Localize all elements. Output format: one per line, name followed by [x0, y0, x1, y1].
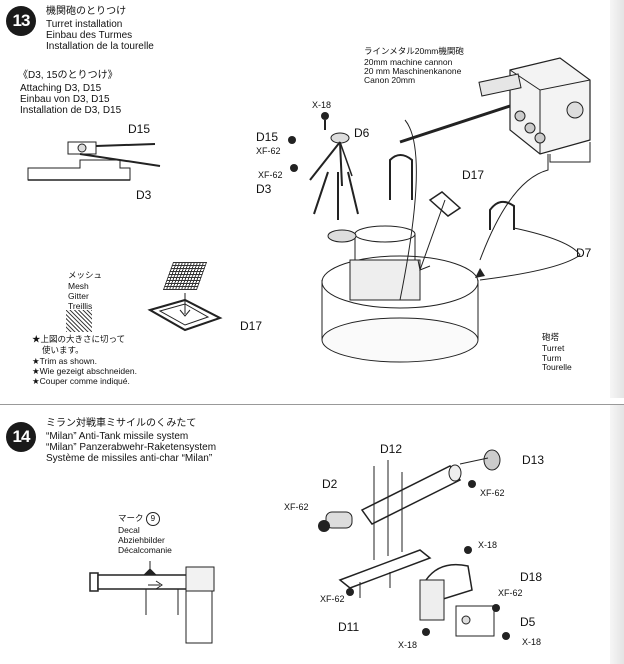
- label-d17-top: D17: [462, 168, 485, 182]
- paint-x18-c: X-18: [398, 640, 418, 650]
- step14-title-jp: ミラン対戦車ミサイルのくみたて: [46, 418, 197, 429]
- section-separator: [0, 398, 624, 405]
- paint-x18-step13: X-18: [312, 100, 332, 110]
- cannon-label-en: 20mm machine cannon: [364, 57, 453, 67]
- turret-label-en: Turret: [542, 343, 565, 353]
- sub-title-de: Einbau von D3, D15: [20, 94, 110, 105]
- milan-assembly-drawing: [318, 449, 510, 640]
- decal-mark-jp-text: マーク: [118, 513, 144, 523]
- paint-xf62-b: XF-62: [258, 170, 283, 180]
- cannon-label-jp: ラインメタル20mm機関砲: [364, 46, 464, 56]
- step-number-13: 13: [6, 6, 36, 36]
- paint-xf62-d18: XF-62: [498, 588, 523, 598]
- label-d17-mesh: D17: [240, 319, 263, 333]
- cannon-drawing: [399, 57, 591, 163]
- label-d2: D2: [322, 477, 338, 491]
- paint-xf62-d2: XF-62: [284, 502, 309, 512]
- trim-note-fr: ★Couper comme indiqué.: [32, 376, 130, 386]
- turret-label-jp: 砲塔: [542, 332, 560, 342]
- label-d6: D6: [354, 126, 370, 140]
- paint-x18-a: X-18: [478, 540, 498, 550]
- paint-xf62-d11: XF-62: [320, 594, 345, 604]
- turret-label-fr: Tourelle: [542, 362, 572, 372]
- label-d13: D13: [522, 453, 545, 467]
- step-number-14: 14: [6, 422, 36, 452]
- trim-note-en: ★Trim as shown.: [32, 356, 97, 366]
- mesh-label-fr: Treillis: [68, 301, 93, 311]
- step14-title-en: “Milan” Anti-Tank missile system: [46, 431, 189, 442]
- trim-note-jp-1: ★上図の大きさに切って: [32, 334, 126, 344]
- step13-title-de: Einbau des Turmes: [46, 30, 133, 41]
- sub-title-en: Attaching D3, D15: [20, 83, 102, 94]
- mesh-label-en: Mesh: [68, 281, 89, 291]
- page-edge-shadow: [610, 0, 624, 664]
- decal-label-en: Decal: [118, 525, 140, 535]
- paint-xf62-a: XF-62: [256, 146, 281, 156]
- decal-label-de: Abziehbilder: [118, 535, 165, 545]
- label-d3-small: D3: [136, 188, 152, 202]
- decal-number-badge: 9: [145, 512, 160, 526]
- cannon-label-fr: Canon 20mm: [364, 75, 416, 85]
- label-d5: D5: [520, 615, 536, 629]
- label-d18: D18: [520, 570, 543, 584]
- d3-d15-detail-drawing: [27, 141, 161, 181]
- step13-title-en: Turret installation: [46, 19, 123, 30]
- sub-title-fr: Installation de D3, D15: [20, 105, 122, 116]
- turret-label-de: Turm: [542, 353, 562, 363]
- decal-label-fr: Décalcomanie: [118, 545, 172, 555]
- label-d11: D11: [338, 620, 360, 634]
- milan-decal-drawing: [89, 561, 215, 644]
- label-d7: D7: [576, 246, 592, 260]
- mesh-label-de: Gitter: [68, 291, 89, 301]
- decal-mark-jp: マーク 9: [118, 512, 160, 526]
- label-d15: D15: [256, 130, 279, 144]
- mesh-sample-swatch: [66, 310, 92, 332]
- trim-note-jp-2: 使います。: [42, 345, 84, 355]
- d17-frame-drawing: [147, 293, 223, 332]
- label-d3: D3: [256, 182, 272, 196]
- label-d12: D12: [380, 442, 403, 456]
- sub-title-jp: 《D3, 15のとりつけ》: [18, 70, 118, 81]
- step13-title-jp: 機関砲のとりつけ: [46, 6, 127, 17]
- step13-title-fr: Installation de la tourelle: [46, 41, 154, 52]
- cannon-label-de: 20 mm Maschinenkanone: [364, 66, 462, 76]
- step14-title-de: “Milan” Panzerabwehr-Raketensystem: [46, 442, 217, 453]
- turret-assembly-drawing: [288, 112, 581, 363]
- trim-note-de: ★Wie gezeigt abschneiden.: [32, 366, 137, 376]
- paint-x18-b: X-18: [522, 637, 542, 647]
- paint-xf62-d13: XF-62: [480, 488, 505, 498]
- mesh-illustration: [162, 262, 208, 290]
- label-d15-small: D15: [128, 122, 151, 136]
- mesh-label-jp: メッシュ: [68, 270, 103, 280]
- step14-title-fr: Système de missiles anti-char “Milan”: [46, 453, 213, 464]
